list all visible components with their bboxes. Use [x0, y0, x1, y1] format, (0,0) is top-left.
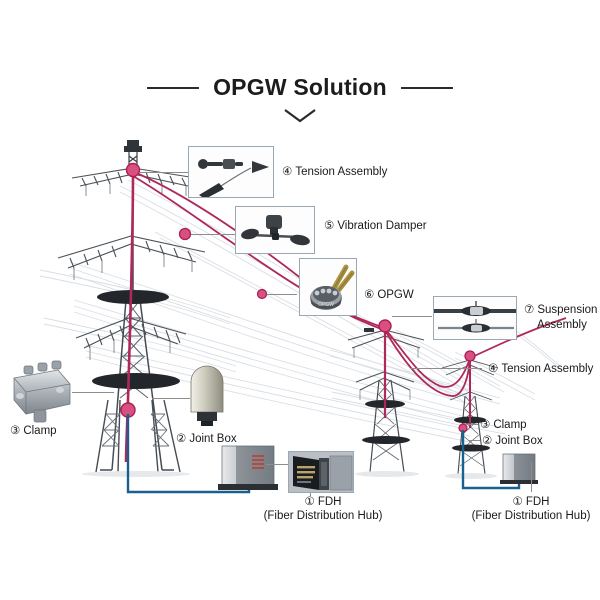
callout-label: Vibration Damper: [337, 220, 427, 232]
fdh-cabinet-left: [218, 445, 278, 490]
callout-label: Clamp: [23, 425, 57, 437]
chevron-down-icon: [0, 108, 600, 129]
transmission-tower-left: [57, 140, 206, 477]
callout-number: ②: [176, 433, 187, 445]
transmission-tower-middle: [347, 326, 425, 477]
leader-clamp-right: [466, 424, 478, 425]
callout-number: ①: [512, 496, 523, 508]
callout-number: ④: [488, 363, 499, 375]
svg-text:OPGW: OPGW: [318, 302, 334, 308]
leader-suspension: [392, 316, 432, 317]
leader-tension-right: [410, 368, 482, 369]
fdh-cabinet-right: [500, 453, 538, 484]
callout-label-line1: FDH: [525, 496, 550, 508]
callout-label: Tension Assembly: [501, 363, 594, 375]
joint-box-dome-left: [190, 365, 224, 426]
title-rule-left: [147, 86, 200, 89]
leader-fdh-left: [266, 464, 288, 465]
thumbnail-vibration-damper: [235, 206, 315, 254]
leader-tension-top: [140, 172, 188, 173]
leader-vibration: [191, 234, 235, 235]
callout-label: OPGW: [377, 289, 414, 301]
thumbnail-opgw-cable: OPGW: [299, 258, 357, 316]
callout-number: ⑦: [524, 304, 535, 316]
leader-opgw: [267, 294, 297, 295]
callout-number: ③: [10, 425, 21, 437]
callout-label-line1: FDH: [317, 496, 342, 508]
callout-number: ①: [304, 496, 315, 508]
leader-jointbox-right: [468, 440, 480, 441]
page-title: OPGW Solution: [0, 74, 600, 101]
callout-number: ②: [482, 435, 493, 447]
callout-label-line2: Assembly: [537, 318, 587, 331]
callout-number: ④: [282, 166, 293, 178]
callout-label: Tension Assembly: [295, 166, 388, 178]
callout-label: Joint Box: [495, 435, 543, 447]
callout-number: ⑤: [324, 220, 335, 232]
title-text: OPGW Solution: [213, 74, 387, 100]
leader-jointbox-left: [152, 398, 190, 399]
callout-label: Joint Box: [189, 433, 237, 445]
callout-label-line2: (Fiber Distribution Hub): [471, 510, 591, 523]
thumbnail-fdh-cabinet: [288, 451, 354, 493]
callout-number: ③: [480, 419, 491, 431]
callout-label-line2: (Fiber Distribution Hub): [263, 510, 383, 523]
title-rule-right: [400, 86, 453, 89]
clamp-art-left: [13, 360, 71, 423]
callout-label-line1: Suspension: [537, 304, 598, 316]
callout-number: ⑥: [364, 289, 375, 301]
leader-clamp-left: [72, 392, 114, 393]
thumbnail-suspension-assembly: [433, 296, 517, 340]
callout-label: Clamp: [493, 419, 527, 431]
thumbnail-tension-assembly: [188, 146, 274, 198]
leader-fdh-right-drop: [531, 462, 532, 492]
